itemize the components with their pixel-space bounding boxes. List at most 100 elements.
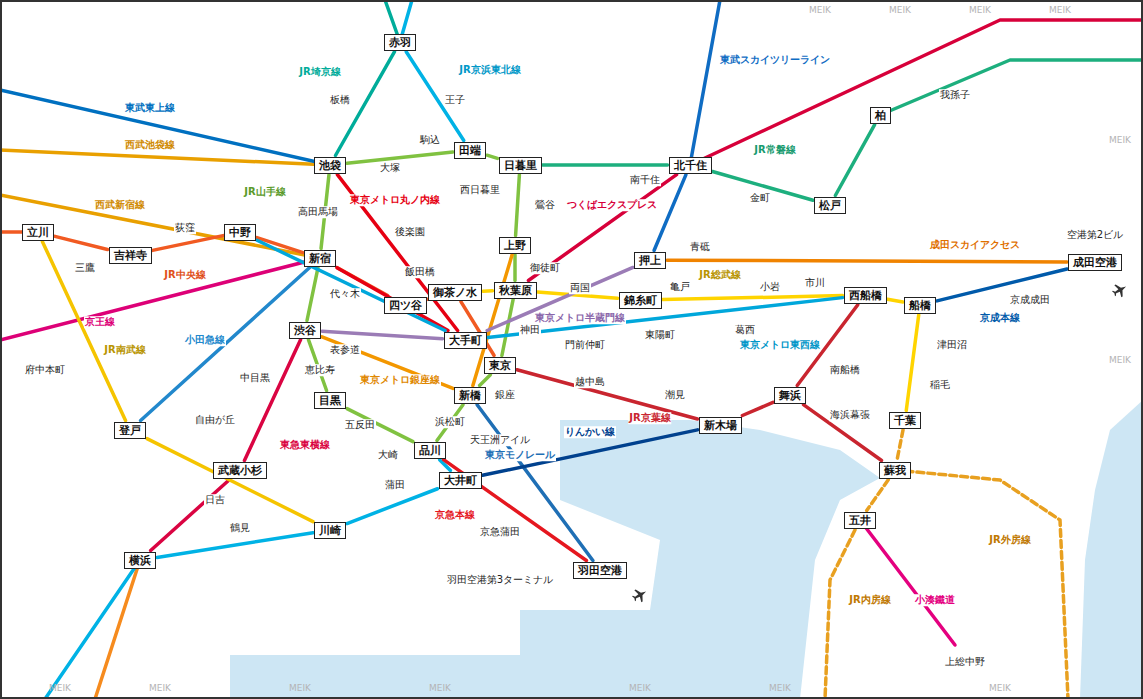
station-name: 御茶ノ水	[433, 286, 477, 299]
station-box: 目黒	[314, 392, 346, 409]
rail-line	[803, 405, 881, 461]
station-name: 高田馬場	[297, 206, 339, 218]
rail-line	[55, 236, 108, 249]
station-name: 駒込	[419, 134, 441, 146]
line-name: JR総武線	[698, 269, 741, 281]
rail-line	[157, 533, 313, 558]
station-box: 赤羽	[384, 34, 416, 51]
station-name: 東陽町	[644, 329, 676, 341]
line-name: 東京メトロ銀座線	[359, 374, 441, 386]
line-name: JR南武線	[103, 344, 146, 356]
watermark: MEIK	[769, 683, 791, 693]
line-name: JR京浜東北線	[458, 64, 521, 76]
rail-line	[257, 240, 445, 330]
station-name: 後楽園	[394, 226, 426, 238]
line-name: JR内房線	[848, 594, 891, 606]
station-name: 小岩	[759, 281, 781, 293]
line-name: 京急本線	[434, 509, 476, 521]
line-name: JR中央線	[163, 269, 206, 281]
station-name: 亀戸	[669, 281, 691, 293]
line-name: 東京メトロ半蔵門線	[534, 312, 626, 324]
station-box: 品川	[414, 442, 446, 459]
station-name: 津田沼	[936, 339, 968, 351]
station-box: 田端	[454, 142, 486, 159]
station-name: 立川	[27, 226, 49, 239]
rail-line	[487, 155, 498, 158]
rail-line	[487, 267, 633, 330]
rail-line	[45, 560, 140, 699]
station-box: 蘇我	[879, 462, 911, 479]
rail-line	[307, 268, 318, 321]
rail-line	[0, 90, 330, 165]
rail-line	[480, 375, 491, 386]
station-box: 池袋	[314, 157, 346, 174]
station-name: 御徒町	[529, 262, 561, 274]
station-name: 新宿	[309, 252, 331, 265]
station-name: 銀座	[494, 389, 516, 401]
rail-line	[690, 20, 1143, 165]
rail-line	[42, 242, 125, 421]
station-name: 南船橋	[829, 364, 861, 376]
line-name: 東京メトロ東西線	[739, 339, 821, 351]
station-box: 成田空港	[1068, 254, 1122, 271]
line-name: 東急東横線	[279, 439, 331, 451]
station-name: 押上	[639, 254, 661, 267]
station-name: 船橋	[909, 299, 931, 312]
station-name: 自由が丘	[194, 414, 236, 426]
station-box: 船橋	[904, 297, 936, 314]
station-box: 大手町	[444, 332, 487, 349]
station-name: 我孫子	[939, 89, 971, 101]
station-box: 吉祥寺	[109, 247, 152, 264]
station-box: 横浜	[124, 552, 156, 569]
station-name: 天王洲アイル	[469, 434, 531, 446]
rail-line	[513, 255, 517, 281]
rail-line	[0, 258, 320, 340]
station-box: 舞浜	[774, 387, 806, 404]
station-name: 門前仲町	[564, 339, 606, 351]
station-name: 神田	[519, 324, 541, 336]
station-box: 川崎	[314, 522, 346, 539]
station-name: 大崎	[377, 449, 399, 461]
line-name: JR常磐線	[753, 144, 796, 156]
station-name: 羽田空港第3ターミナル	[446, 574, 554, 586]
watermark: MEIK	[149, 683, 171, 693]
station-box: 新宿	[304, 250, 336, 267]
rail-line	[895, 470, 1068, 699]
pacific-sea	[1080, 400, 1143, 699]
station-name: 日吉	[204, 494, 226, 506]
station-name: 鶴見	[229, 522, 251, 534]
station-box: 御茶ノ水	[428, 284, 482, 301]
station-name: 大手町	[449, 334, 482, 347]
station-name: 飯田橋	[404, 266, 436, 278]
rail-line	[667, 260, 1067, 262]
rail-line	[151, 480, 230, 551]
station-name: 登戸	[119, 424, 141, 437]
station-name: 表参道	[329, 344, 361, 356]
watermark: MEIK	[429, 683, 451, 693]
station-name: 稲毛	[929, 379, 951, 391]
rail-line	[502, 300, 513, 356]
station-box: 新木場	[699, 417, 742, 434]
rail-line	[153, 236, 224, 251]
station-name: 北千住	[674, 159, 707, 172]
station-name: 池袋	[319, 159, 341, 172]
watermark: MEIK	[989, 683, 1011, 693]
rail-line	[322, 331, 443, 339]
line-name: JR外房線	[988, 534, 1031, 546]
station-name: 青砥	[689, 241, 711, 253]
station-name: 新橋	[459, 389, 481, 402]
station-box: 渋谷	[289, 322, 321, 339]
watermark: MEIK	[1049, 5, 1071, 15]
watermark: MEIK	[1109, 355, 1131, 365]
station-name: 西船橋	[849, 289, 882, 302]
station-name: 大井町	[444, 474, 477, 487]
watermark: MEIK	[629, 683, 651, 693]
station-name: 上野	[504, 239, 526, 252]
station-box: 秋葉原	[494, 282, 537, 299]
station-name: 恵比寿	[304, 364, 336, 376]
line-name: JR埼京線	[298, 66, 341, 78]
station-name: 蘇我	[884, 464, 906, 477]
station-name: 金町	[749, 192, 771, 204]
station-name: 五井	[849, 514, 871, 527]
